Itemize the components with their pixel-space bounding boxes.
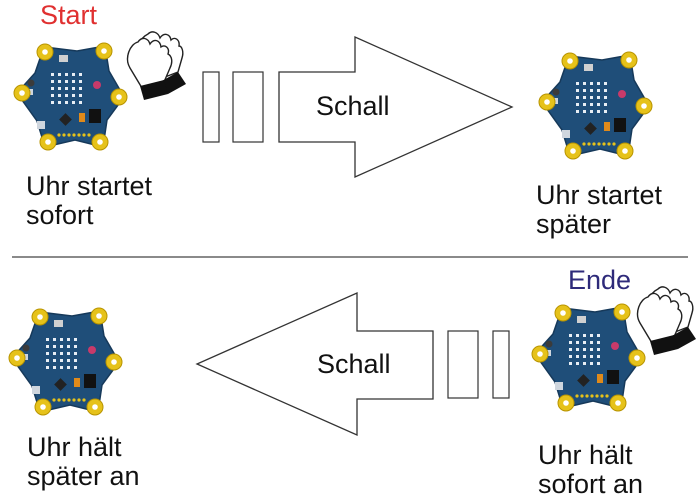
caption-top-right: Uhr startet später <box>536 181 662 239</box>
sound-bar <box>447 330 479 399</box>
board-end-icon <box>531 303 646 412</box>
arrow-label-bottom: Schall <box>317 349 391 379</box>
caption-line: Uhr startet <box>536 180 663 210</box>
caption-bottom-left: Uhr hält später an <box>27 433 140 491</box>
sound-bar <box>232 71 264 143</box>
caption-line: sofort <box>26 200 94 230</box>
sound-bar <box>492 330 510 399</box>
end-title: Ende <box>568 265 632 295</box>
caption-line: Uhr hält <box>538 440 633 470</box>
caption-line: später <box>536 209 612 239</box>
sound-arrow-left <box>195 292 434 436</box>
caption-line: sofort an <box>538 469 644 499</box>
caption-line: Uhr startet <box>26 171 153 201</box>
caption-line: später an <box>27 461 140 491</box>
board-start-icon <box>13 42 128 151</box>
caption-top-left: Uhr startet sofort <box>26 172 152 230</box>
caption-bottom-right: Uhr hält sofort an <box>538 441 643 499</box>
arrow-label-top: Schall <box>316 91 390 121</box>
caption-line: Uhr hält <box>27 432 122 462</box>
clapping-hands-icon-start <box>126 31 187 101</box>
board-receiver-bottom-icon <box>8 307 123 416</box>
sound-bar <box>202 71 220 143</box>
clapping-hands-icon-end <box>636 286 697 356</box>
start-title: Start <box>40 0 98 30</box>
sound-arrow-right <box>278 35 514 179</box>
board-receiver-top-icon <box>538 51 653 160</box>
